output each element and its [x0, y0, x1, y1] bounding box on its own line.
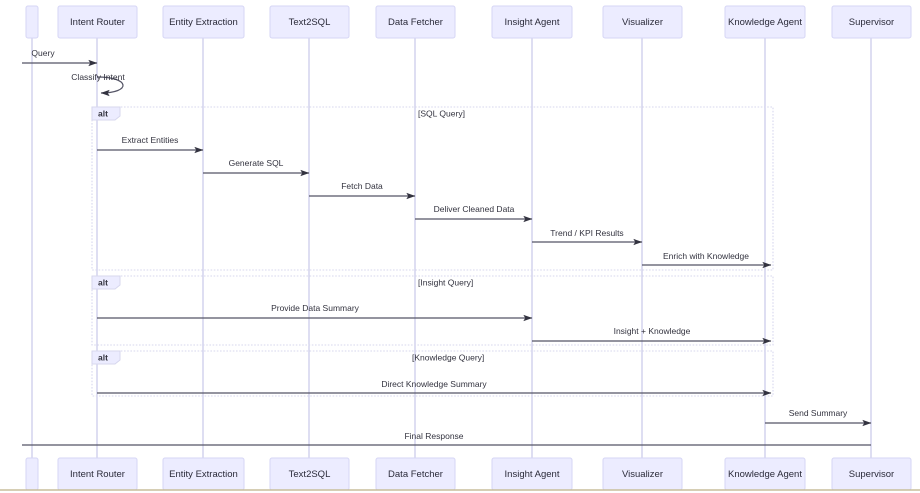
participant-label: Intent Router — [70, 469, 125, 480]
participant-insight-agent-bottom[interactable]: Insight Agent — [491, 457, 573, 491]
message-trend-kpi-results: Trend / KPI Results — [532, 228, 643, 246]
fragment-alt-insight-query: alt [Insight Query] — [91, 275, 774, 346]
participant-box[interactable] — [25, 5, 39, 39]
fragment-operator-label: alt — [98, 108, 108, 118]
participant-visualizer-top[interactable]: Visualizer — [602, 5, 683, 39]
fragment-operator-tab — [91, 275, 121, 290]
participant-label: Supervisor — [849, 17, 894, 28]
fragment-border — [91, 106, 774, 271]
participant-label: Knowledge Agent — [728, 17, 802, 28]
lifelines-layer — [31, 38, 872, 458]
message-label: Query — [31, 48, 55, 58]
fragment-alt-sql-query: alt [SQL Query] — [91, 106, 774, 271]
participant-boxes-bottom: Intent Router Entity Extraction Text2SQL Da… — [25, 457, 912, 491]
message-label: Trend / KPI Results — [550, 228, 623, 238]
message-query: Query — [22, 48, 98, 67]
participant-box[interactable] — [602, 5, 683, 39]
fragment-condition-label: [SQL Query] — [418, 108, 465, 118]
fragment-operator-label: alt — [98, 277, 108, 287]
participant-label: Insight Agent — [505, 469, 560, 480]
participant-text2sql-bottom[interactable]: Text2SQL — [269, 457, 350, 491]
message-label: Classify Intent — [71, 72, 125, 82]
message-label: Send Summary — [789, 408, 848, 418]
participant-label: Insight Agent — [505, 17, 560, 28]
participant-box[interactable] — [269, 5, 350, 39]
message-label: Provide Data Summary — [271, 303, 360, 313]
participant-box[interactable] — [25, 457, 39, 491]
message-send-summary: Send Summary — [765, 408, 872, 427]
participant-box[interactable] — [375, 5, 456, 39]
participant-user-clipped-bottom[interactable] — [25, 457, 39, 491]
fragment-border — [91, 350, 774, 397]
participant-text2sql-top[interactable]: Text2SQL — [269, 5, 350, 39]
message-label: Fetch Data — [341, 181, 383, 191]
participant-label: Entity Extraction — [169, 469, 238, 480]
fragment-condition-label: [Insight Query] — [418, 277, 473, 287]
participant-label: Visualizer — [622, 17, 663, 28]
participant-box[interactable] — [831, 5, 912, 39]
message-extract-entities: Extract Entities — [97, 135, 204, 154]
participant-label: Text2SQL — [289, 17, 331, 28]
participant-boxes-top: Intent Router Entity Extraction Text2SQL Da… — [25, 5, 912, 39]
message-label: Final Response — [404, 431, 463, 441]
message-deliver-cleaned-data: Deliver Cleaned Data — [415, 204, 533, 223]
participant-knowledge-agent-bottom[interactable]: Knowledge Agent — [724, 457, 806, 491]
participant-entity-extraction-bottom[interactable]: Entity Extraction — [162, 457, 245, 491]
message-insight-plus-knowledge: Insight + Knowledge — [532, 326, 772, 345]
message-label: Deliver Cleaned Data — [434, 204, 515, 214]
message-label: Insight + Knowledge — [614, 326, 691, 336]
participant-label: Entity Extraction — [169, 17, 238, 28]
participant-box[interactable] — [57, 5, 138, 39]
message-classify-intent: Classify Intent — [71, 72, 125, 97]
fragment-operator-tab — [91, 106, 121, 121]
participant-label: Data Fetcher — [388, 17, 443, 28]
participant-box[interactable] — [491, 5, 573, 39]
participant-label: Supervisor — [849, 469, 894, 480]
participant-label: Intent Router — [70, 17, 125, 28]
message-generate-sql: Generate SQL — [203, 158, 310, 177]
fragment-condition-label: [Knowledge Query] — [412, 352, 484, 362]
participant-data-fetcher-bottom[interactable]: Data Fetcher — [375, 457, 456, 491]
message-self-loop-path — [96, 76, 124, 97]
participant-visualizer-bottom[interactable]: Visualizer — [602, 457, 683, 491]
participant-user-clipped-top[interactable] — [25, 5, 39, 39]
message-label: Enrich with Knowledge — [663, 251, 749, 261]
participant-intent-router-bottom[interactable]: Intent Router — [57, 457, 138, 491]
participant-box[interactable] — [724, 5, 806, 39]
message-label: Generate SQL — [229, 158, 284, 168]
fragment-operator-tab — [91, 350, 121, 365]
message-enrich-with-knowledge: Enrich with Knowledge — [642, 251, 772, 269]
fragment-alt-knowledge-query: alt [Knowledge Query] — [91, 350, 774, 397]
participant-supervisor-bottom[interactable]: Supervisor — [831, 457, 912, 491]
participant-box[interactable] — [162, 5, 245, 39]
fragment-border — [91, 275, 774, 346]
participant-label: Data Fetcher — [388, 469, 443, 480]
alt-fragments-layer: alt [SQL Query] alt [Insight Query] alt [Know… — [91, 106, 774, 397]
participant-label: Text2SQL — [289, 469, 331, 480]
participant-label: Visualizer — [622, 469, 663, 480]
participant-intent-router-top[interactable]: Intent Router — [57, 5, 138, 39]
participant-supervisor-top[interactable]: Supervisor — [831, 5, 912, 39]
message-provide-data-summary: Provide Data Summary — [97, 303, 533, 322]
participant-label: Knowledge Agent — [728, 469, 802, 480]
message-label: Direct Knowledge Summary — [381, 379, 487, 389]
message-final-response: Final Response — [22, 431, 871, 446]
participant-data-fetcher-top[interactable]: Data Fetcher — [375, 5, 456, 39]
fragment-operator-label: alt — [98, 352, 108, 362]
message-direct-knowledge-summary: Direct Knowledge Summary — [97, 379, 772, 397]
participant-insight-agent-top[interactable]: Insight Agent — [491, 5, 573, 39]
message-label: Extract Entities — [122, 135, 179, 145]
participant-knowledge-agent-top[interactable]: Knowledge Agent — [724, 5, 806, 39]
participant-entity-extraction-top[interactable]: Entity Extraction — [162, 5, 245, 39]
message-fetch-data: Fetch Data — [309, 181, 416, 200]
